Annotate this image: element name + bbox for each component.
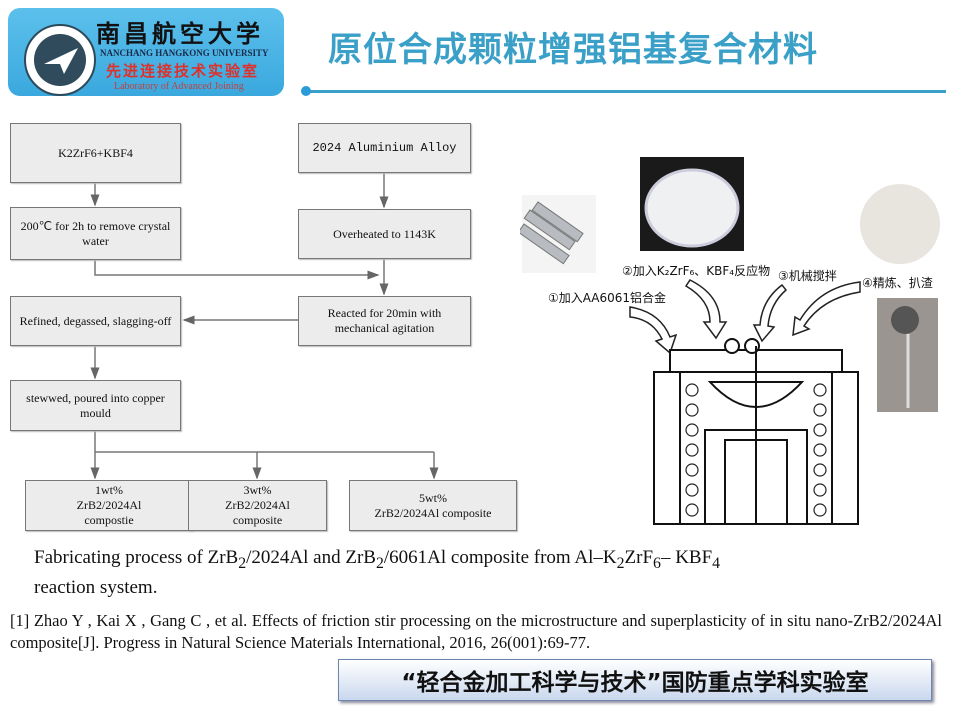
caption-text: Fabricating process of ZrB [34,547,239,568]
flow-step-text: compostie [84,513,134,527]
title-divider [306,90,946,93]
flow-step-text: ZrB2/2024Al composite [374,505,492,520]
aluminium-rods-image [520,195,596,273]
logo-lab-en: Laboratory of Advanced Joining [114,81,244,92]
step-3-label: ③机械搅拌 [778,269,837,283]
furnace-schematic [520,157,940,525]
page-title: 原位合成颗粒增强铝基复合材料 [328,30,818,70]
flow-step-text: K2ZrF6+KBF4 [58,145,133,160]
caption-text: /2024Al and ZrB [246,547,376,568]
flow-step-text: 2024 Aluminium Alloy [312,140,457,155]
step-2-label: ②加入K₂ZrF₆、KBF₄反应物 [622,264,771,278]
flow-step-dry: 200℃ for 2h to remove crystal water [10,207,181,260]
flow-step-text: 3wt% [243,483,272,497]
flow-step-refine: Refined, degassed, slagging-off [10,296,181,346]
caption-sub: 6 [653,554,661,572]
caption-text: /6061Al composite from Al–K [383,547,617,568]
flow-step-text: Refined, degassed, slagging-off [19,313,172,328]
flowchart-connectors [90,172,439,480]
reference-citation: [1] Zhao Y , Kai X , Gang C , et al. Eff… [10,611,942,652]
caption-sub: 4 [712,554,721,572]
heating-coils [685,383,827,517]
caption-text: ZrF [624,547,654,568]
divider-dot [301,86,311,96]
flow-step-text: 200℃ for 2h to remove crystal water [20,218,171,248]
flow-step-pour: stewwed, poured into copper mould [10,380,181,431]
reactant-beaker-image [640,157,744,251]
flow-step-alloy: 2024 Aluminium Alloy [298,123,471,173]
caption-sub: 2 [375,554,384,572]
caption-text: – KBF [660,547,713,568]
university-seal-icon [24,24,96,96]
flow-step-text: ZrB2/2024Al [76,498,142,512]
flow-step-text: 5wt% [419,490,447,505]
flow-step-overheat: Overheated to 1143K [298,209,471,259]
flow-step-text: Reacted for 20min with mechanical agitat… [327,306,442,335]
logo-name-en: NANCHANG HANGKONG UNIVERSITY [100,48,269,58]
flow-step-text: stewwed, poured into copper mould [26,390,165,420]
step-4-label: ④精炼、扒渣 [862,276,933,290]
flow-step-text: ZrB2/2024Al [225,498,290,512]
lab-banner: “轻合金加工科学与技术”国防重点学科实验室 [338,659,932,701]
flow-output-5wt: 5wt%ZrB2/2024Al composite [349,480,517,531]
flow-step-text: 1wt% [95,483,123,497]
slag-spoon-image [877,298,938,412]
step-1-label: ①加入AA6061铝合金 [548,291,667,305]
flow-step-react: Reacted for 20min with mechanical agitat… [298,296,471,346]
figure-caption: Fabricating process of ZrB2/2024Al and Z… [34,546,914,600]
university-logo: 南昌航空大学 NANCHANG HANGKONG UNIVERSITY 先进连接… [8,8,284,96]
furnace-body [653,338,859,525]
logo-lab-cn: 先进连接技术实验室 [106,62,260,80]
refining-powder-image [860,184,940,264]
caption-sub: 2 [616,554,625,572]
flow-step-salts: K2ZrF6+KBF4 [10,123,181,183]
caption-text: reaction system. [34,576,158,598]
flow-step-text: Overheated to 1143K [333,226,436,241]
logo-name-cn: 南昌航空大学 [96,19,264,48]
caption-sub: 2 [238,554,247,572]
curved-arrows [629,279,861,355]
flow-step-text: composite [232,513,283,527]
